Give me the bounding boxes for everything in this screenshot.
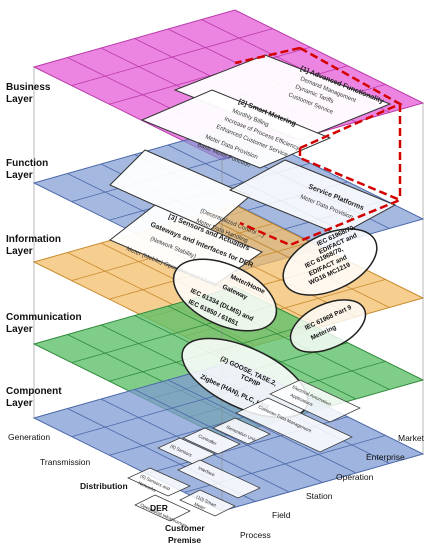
grid-zone-line (167, 379, 357, 474)
component-label-smart-b: Meter (194, 501, 207, 511)
component-layer-label: Component Layer (6, 386, 62, 409)
function-layer-label: Function Layer (6, 158, 49, 181)
component-box-customer-data (235, 397, 353, 453)
zone-process: Process (240, 530, 271, 540)
domain-customer-premise-1: Customer (165, 523, 205, 533)
component-box-generation-unit (212, 417, 271, 445)
domain-labels: Generation Transmission Distribution DER… (8, 432, 205, 545)
zone-operation: Operation (336, 472, 374, 482)
component-box-smart-meter (179, 489, 236, 517)
zone-field: Field (272, 510, 291, 520)
domain-customer-premise-2: Premise (168, 535, 201, 545)
domain-distribution: Distribution (80, 481, 128, 491)
component-box-controller (182, 427, 241, 455)
domain-generation: Generation (8, 432, 50, 442)
component-box-operational (134, 494, 191, 522)
domain-transmission: Transmission (40, 457, 90, 467)
red-dashed-outline (234, 46, 404, 247)
zone-enterprise: Enterprise (366, 452, 405, 462)
business-layer-label: Business Layer (6, 82, 51, 105)
domain-der: DER (150, 503, 168, 513)
component-box-interface (177, 459, 261, 499)
iec-middle-ellipse: Meter/Home Gateway IEC 61334 (DLMS) and … (172, 258, 278, 332)
grid-zone-line (134, 389, 323, 483)
component-box-applications (269, 379, 361, 423)
component-box-sensors-9 (127, 467, 191, 497)
zone-labels: Process Field Station Operation Enterpri… (240, 433, 425, 540)
communication-layer-label: Communication Layer (6, 312, 82, 335)
zone-station: Station (306, 491, 333, 501)
information-layer-label: Information Layer (6, 234, 61, 257)
zone-market: Market (398, 433, 425, 443)
component-boxes (127, 379, 361, 522)
